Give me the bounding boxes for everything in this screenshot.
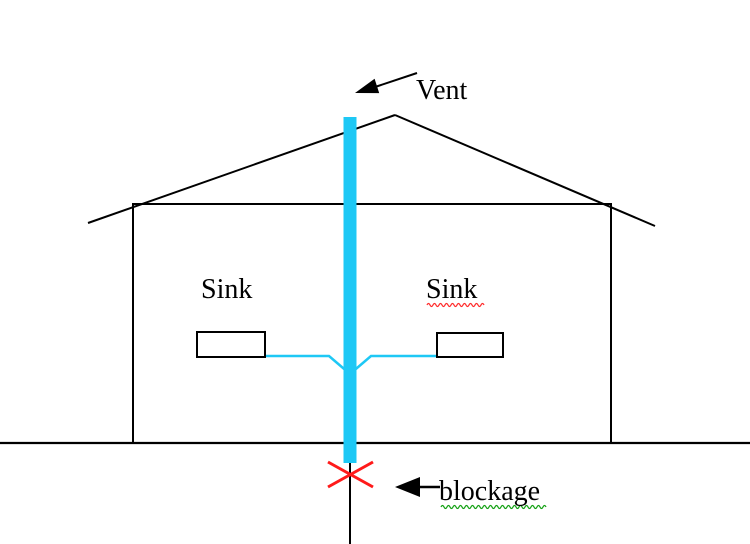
vent-label: Vent	[416, 75, 468, 106]
house-outline	[132, 203, 612, 443]
sink-right-box	[436, 332, 504, 358]
vent-arrow-icon	[355, 72, 418, 94]
roof-right-line	[394, 114, 656, 227]
blockage-x-icon	[327, 460, 374, 489]
drain-line-right	[349, 354, 437, 375]
spellcheck-underline	[426, 302, 485, 308]
blockage-label: blockage	[439, 476, 541, 507]
sink-right-label: Sink	[426, 274, 478, 305]
drain-line-left	[265, 354, 351, 375]
sink-left-label: Sink	[201, 274, 253, 305]
grammar-underline	[440, 504, 547, 510]
sink-left-box	[196, 331, 266, 358]
blockage-arrow-icon	[395, 477, 440, 497]
